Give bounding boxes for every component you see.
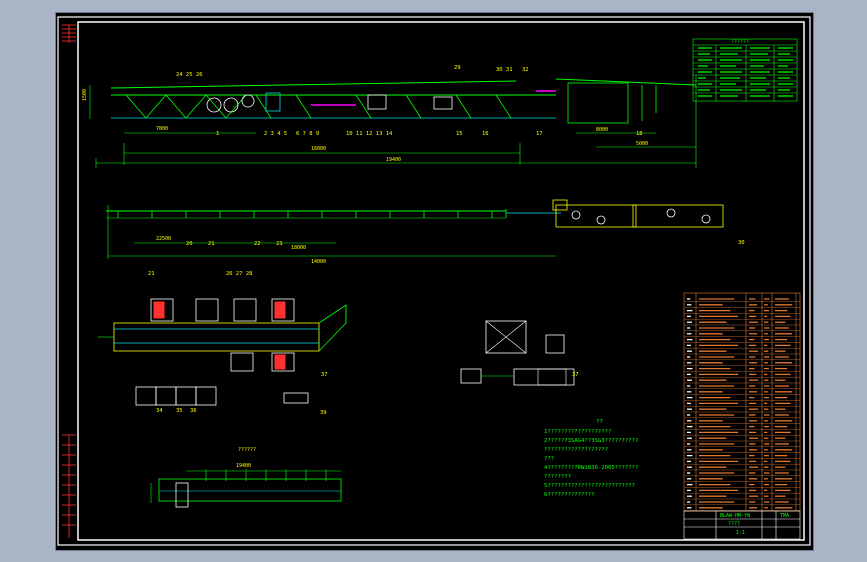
svg-text:32: 32 [522, 67, 529, 73]
svg-text:26: 26 [196, 72, 203, 78]
notes-title: ?? [596, 419, 603, 425]
left-margin-strip-bottom [62, 434, 76, 538]
plan-view[interactable] [106, 199, 724, 259]
svg-text:1: 1 [216, 131, 219, 137]
plan-labels: 18000 14000 22500 [156, 236, 326, 265]
svg-text:37: 37 [572, 372, 579, 378]
technical-notes[interactable]: ?? 1??????????????????? 2??????3SAG4??3S… [544, 419, 638, 498]
svg-text:30 31: 30 31 [496, 67, 513, 73]
svg-text:2 3 4 5: 2 3 4 5 [264, 131, 287, 137]
lower-labels: ?????? 19400 [236, 447, 256, 469]
note-line-4: ??? [544, 456, 554, 462]
dim-tail: 7000 [156, 126, 168, 132]
callout-numbers: 24 25 26 29 30 31 32 1 2 3 4 5 6 7 8 9 1… [148, 65, 745, 416]
parts-row [135, 386, 309, 406]
note-line-3: ??????????????????? [544, 447, 608, 453]
note-line-7: 5?????????????????????????? [544, 483, 635, 489]
drive-section-view[interactable] [98, 298, 347, 372]
svg-text:29: 29 [454, 65, 461, 71]
svg-text:22: 22 [254, 241, 261, 247]
cad-drawing[interactable]: 1500 16000 19400 8000 5000 7000 [56, 13, 813, 550]
drawing-model: TMA [780, 513, 789, 519]
dim-plan-span: 14000 [311, 259, 326, 265]
drawing-scale: 1:1 [736, 530, 745, 536]
parameter-table[interactable] [692, 38, 798, 102]
svg-text:18: 18 [636, 131, 643, 137]
dim-truss: 16000 [311, 146, 326, 152]
lower-view-label: ?????? [238, 447, 256, 453]
drawing-code: BLAW-HM-YW [720, 513, 751, 519]
svg-text:36: 36 [190, 408, 197, 414]
svg-text:6 7 8 9: 6 7 8 9 [296, 131, 319, 137]
svg-text:24 25: 24 25 [176, 72, 193, 78]
svg-text:34: 34 [156, 408, 163, 414]
dim-mid-run: 18000 [291, 245, 306, 251]
svg-text:35: 35 [176, 408, 183, 414]
dim-gap: 5000 [636, 141, 648, 147]
svg-text:30: 30 [738, 240, 745, 246]
svg-text:37: 37 [321, 372, 328, 378]
drawing-frame [57, 16, 811, 546]
svg-text:10 11 12 13 14: 10 11 12 13 14 [346, 131, 393, 137]
svg-text:17: 17 [536, 131, 543, 137]
title-block[interactable] [683, 510, 801, 540]
dim-belt-total: 22500 [156, 236, 171, 242]
note-line-8: 6?????????????? [544, 492, 595, 498]
elevation-labels: 1500 16000 19400 8000 5000 7000 [82, 89, 648, 163]
dim-span: 8000 [596, 127, 608, 133]
drawing-canvas[interactable]: 1500 16000 19400 8000 5000 7000 [55, 12, 814, 551]
takeup-view[interactable] [460, 320, 575, 386]
title-block-text: BLAW-HM-YW TMA ???? 1:1 [720, 513, 789, 536]
parameter-table-title: ?????? [731, 39, 749, 45]
note-line-2: 2??????3SAG4??3SG3?????????? [544, 438, 638, 444]
svg-text:20: 20 [186, 241, 193, 247]
elevation-view[interactable] [89, 75, 697, 168]
note-line-1: 1??????????????????? [544, 429, 611, 435]
lower-profile-view[interactable] [150, 469, 342, 508]
left-margin-strip-top [62, 24, 76, 43]
svg-text:16: 16 [482, 131, 489, 137]
svg-text:26 27 28: 26 27 28 [226, 271, 253, 277]
svg-text:39: 39 [320, 410, 327, 416]
drawing-name: ???? [728, 521, 740, 527]
bom-rows [684, 298, 800, 511]
note-line-6: ???????? [544, 474, 571, 480]
dim-width-left: 1500 [82, 89, 88, 101]
dim-bottom-profile: 19400 [236, 463, 251, 469]
dim-overall: 19400 [386, 157, 401, 163]
note-line-5: 4?????????RW1830-2005??????? [544, 465, 638, 471]
svg-text:23: 23 [276, 241, 283, 247]
svg-text:21: 21 [208, 241, 215, 247]
svg-text:21: 21 [148, 271, 155, 277]
svg-text:15: 15 [456, 131, 463, 137]
